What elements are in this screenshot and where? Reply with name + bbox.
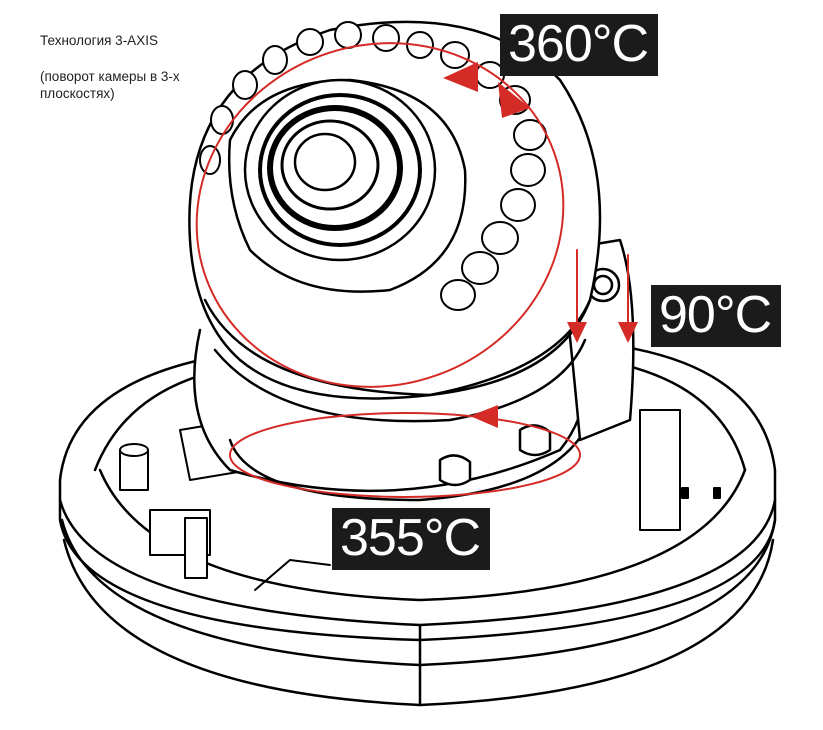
pan-angle-label: 360°C xyxy=(500,14,659,76)
tilt-angle-label: 90°C xyxy=(651,285,782,347)
arrow-heads xyxy=(443,62,638,428)
camera-lens xyxy=(227,78,467,293)
diagram-title: Технология 3-AXIS xyxy=(40,33,158,48)
rotate-rotation-ellipse xyxy=(229,412,581,498)
diagram-note: (поворот камеры в 3-х плоскостях) xyxy=(40,69,180,101)
rotate-angle-label: 355°C xyxy=(332,508,491,570)
rotation-arrows xyxy=(195,42,629,498)
pan-rotation-ellipse xyxy=(195,42,565,388)
